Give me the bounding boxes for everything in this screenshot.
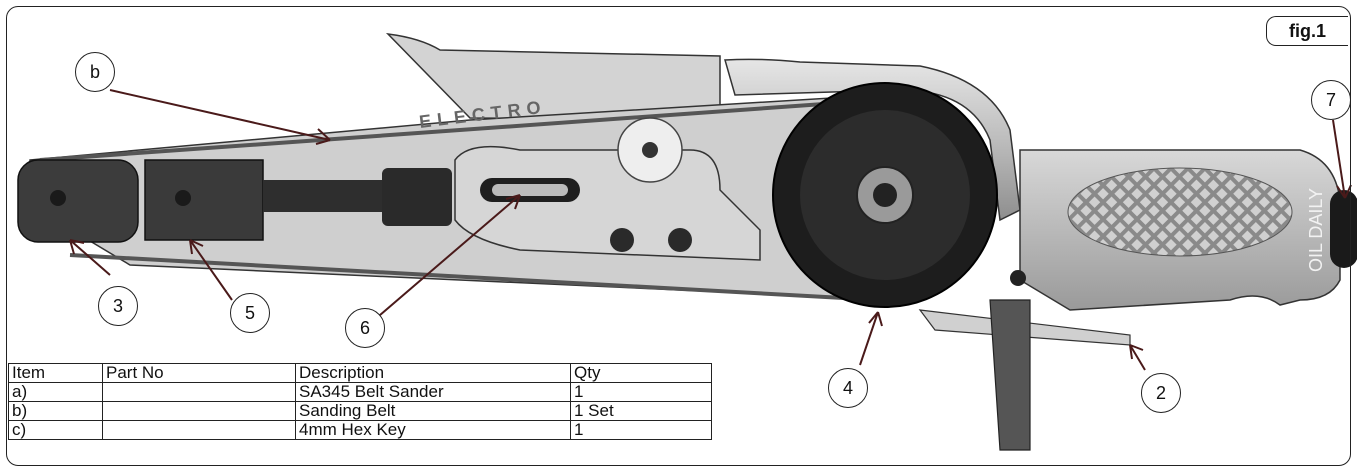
cell-part-no bbox=[102, 420, 296, 440]
header-part-no: Part No bbox=[102, 363, 296, 383]
tensioner-body bbox=[454, 117, 761, 261]
leader-lines bbox=[69, 89, 1352, 371]
table-row: c) 4mm Hex Key 1 bbox=[8, 420, 712, 440]
oil-daily-marking: OIL DAILY bbox=[1306, 188, 1326, 272]
belt-sander-figure: ELECTRO bbox=[6, 6, 1357, 466]
trigger-lever bbox=[918, 270, 1131, 451]
belt-sander-illustration: ELECTRO bbox=[17, 32, 1357, 451]
cell-part-no bbox=[102, 382, 296, 402]
cell-description: 4mm Hex Key bbox=[295, 420, 571, 440]
parts-table-header: Item Part No Description Qty bbox=[8, 363, 712, 383]
cell-description: SA345 Belt Sander bbox=[295, 382, 571, 402]
cell-item: a) bbox=[8, 382, 103, 402]
callout-5: 5 bbox=[230, 293, 270, 333]
parts-table: Item Part No Description Qty a) SA345 Be… bbox=[8, 363, 712, 440]
callout-3: 3 bbox=[98, 286, 138, 326]
handle: OIL DAILY bbox=[1019, 149, 1357, 311]
cell-item: c) bbox=[8, 420, 103, 440]
cell-qty: 1 bbox=[570, 382, 712, 402]
cell-description: Sanding Belt bbox=[295, 401, 571, 421]
cell-part-no bbox=[102, 401, 296, 421]
header-qty: Qty bbox=[570, 363, 712, 383]
drive-wheel bbox=[772, 82, 998, 308]
figure-tag: fig.1 bbox=[1266, 16, 1348, 46]
cell-qty: 1 bbox=[570, 420, 712, 440]
callout-b: b bbox=[75, 52, 115, 92]
callout-2: 2 bbox=[1141, 373, 1181, 413]
cell-item: b) bbox=[8, 401, 103, 421]
callout-6: 6 bbox=[345, 308, 385, 348]
front-roller bbox=[17, 159, 452, 243]
header-item: Item bbox=[8, 363, 103, 383]
callout-4: 4 bbox=[828, 368, 868, 408]
callout-7: 7 bbox=[1311, 80, 1351, 120]
top-guard bbox=[385, 32, 1021, 222]
header-description: Description bbox=[295, 363, 571, 383]
table-row: b) Sanding Belt 1 Set bbox=[8, 401, 712, 421]
cell-qty: 1 Set bbox=[570, 401, 712, 421]
table-row: a) SA345 Belt Sander 1 bbox=[8, 382, 712, 402]
